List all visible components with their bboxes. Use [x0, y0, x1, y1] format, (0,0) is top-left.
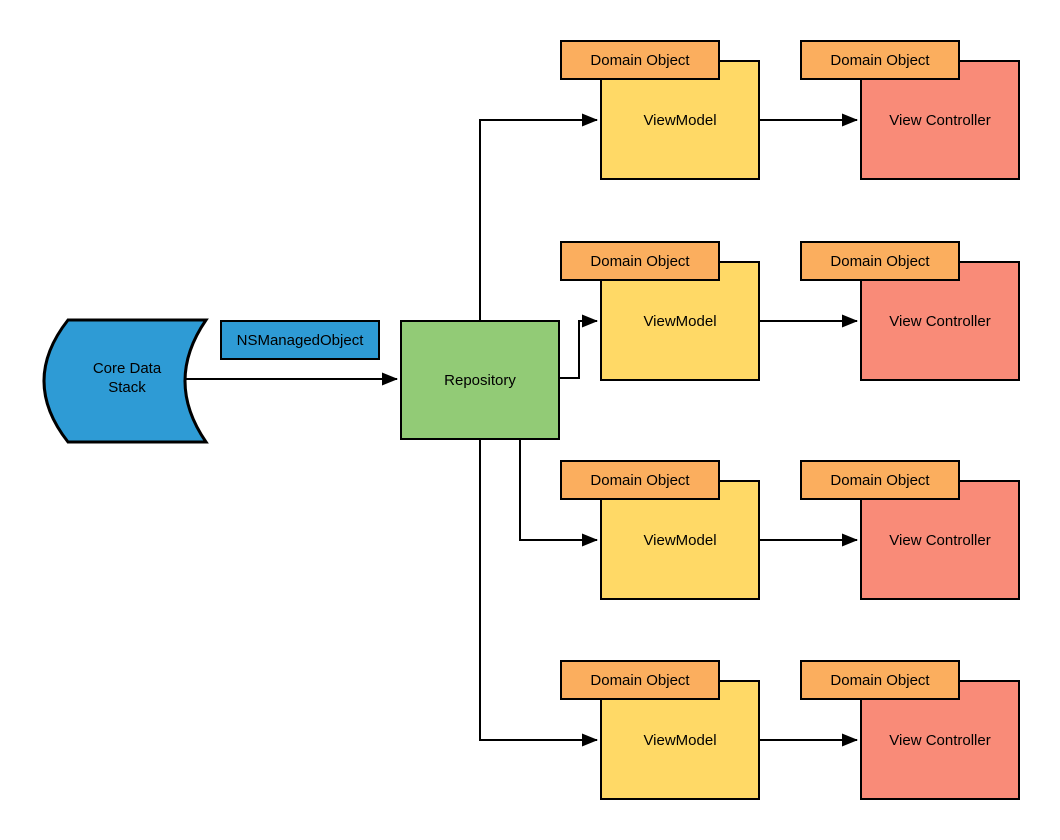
view-controller-label: View Controller — [889, 731, 991, 749]
view-controller-label: View Controller — [889, 312, 991, 330]
viewmodel-label: ViewModel — [643, 111, 717, 129]
domain-object-tab-label: Domain Object — [590, 51, 690, 69]
connector-repository-to-viewmodel-3 — [519, 440, 598, 547]
viewmodel-domain-object-tab: Domain Object — [560, 40, 720, 80]
view-controller-domain-object-tab: Domain Object — [800, 460, 960, 500]
viewmodel-label: ViewModel — [643, 531, 717, 549]
repository-node: Repository — [400, 320, 560, 440]
domain-object-tab-label: Domain Object — [590, 671, 690, 689]
domain-object-tab-label: Domain Object — [830, 51, 930, 69]
viewmodel-label: ViewModel — [643, 312, 717, 330]
connector-repository-to-viewmodel-4 — [479, 440, 598, 747]
view-controller-label: View Controller — [889, 111, 991, 129]
repository-label: Repository — [444, 371, 516, 389]
viewmodel-domain-object-tab: Domain Object — [560, 660, 720, 700]
viewmodel-node: ViewModel — [600, 60, 760, 180]
nsmanagedobject-label: NSManagedObject — [236, 331, 364, 349]
domain-object-tab-label: Domain Object — [830, 471, 930, 489]
view-controller-node: View Controller — [860, 60, 1020, 180]
connector-repository-to-viewmodel-1 — [479, 113, 598, 320]
view-controller-node: View Controller — [860, 480, 1020, 600]
core-data-stack-cylinder — [42, 318, 209, 444]
view-controller-domain-object-tab: Domain Object — [800, 40, 960, 80]
view-controller-label: View Controller — [889, 531, 991, 549]
core-data-stack-label: Core Data Stack — [92, 360, 162, 396]
viewmodel-node: ViewModel — [600, 680, 760, 800]
domain-object-tab-label: Domain Object — [830, 252, 930, 270]
view-controller-node: View Controller — [860, 261, 1020, 381]
domain-object-tab-label: Domain Object — [830, 671, 930, 689]
viewmodel-domain-object-tab: Domain Object — [560, 241, 720, 281]
view-controller-node: View Controller — [860, 680, 1020, 800]
domain-object-tab-label: Domain Object — [590, 252, 690, 270]
viewmodel-label: ViewModel — [643, 731, 717, 749]
viewmodel-domain-object-tab: Domain Object — [560, 460, 720, 500]
nsmanagedobject-node: NSManagedObject — [220, 320, 380, 360]
view-controller-domain-object-tab: Domain Object — [800, 241, 960, 281]
domain-object-tab-label: Domain Object — [590, 471, 690, 489]
connector-repository-to-viewmodel-2 — [560, 314, 598, 379]
viewmodel-node: ViewModel — [600, 480, 760, 600]
view-controller-domain-object-tab: Domain Object — [800, 660, 960, 700]
